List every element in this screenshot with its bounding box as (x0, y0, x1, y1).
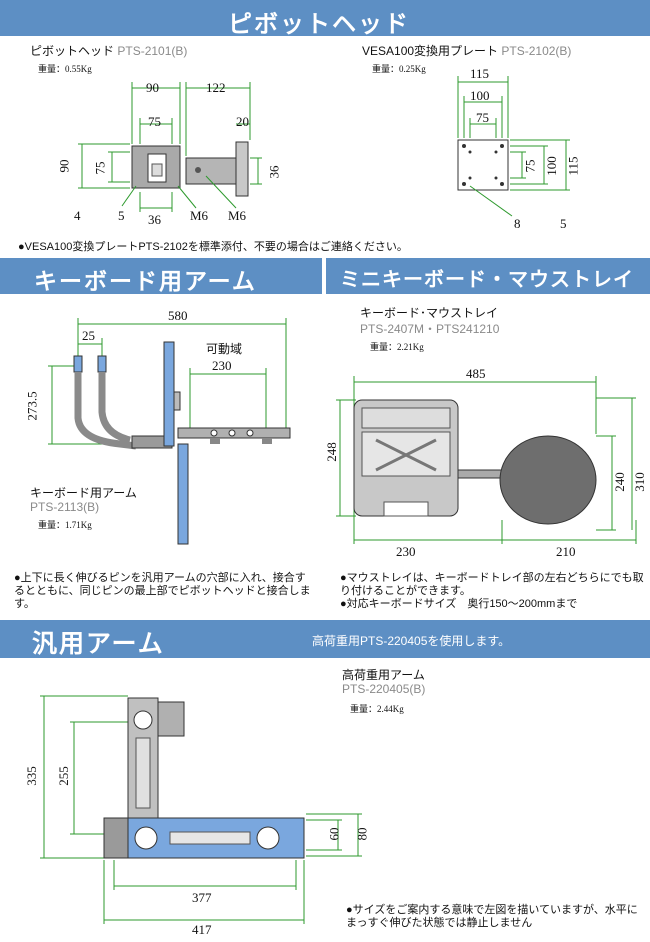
mini-tray-drawing (336, 376, 637, 544)
general-arm-band: 汎用アーム 高荷重用PTS-220405を使用します。 (0, 620, 650, 658)
mini-tray-note-1: ●マウストレイは、キーボードトレイ部の左右どちらにでも取り付けることができます。 (340, 572, 644, 597)
mini-tray-mouse-pad (499, 435, 597, 525)
mini-tray-dim-lines (336, 376, 637, 544)
pivot-note: ●VESA100変換プレートPTS-2102を標準添付、不要の場合はご連絡くださ… (18, 241, 408, 253)
mini-tray-band: ミニキーボード・マウストレイ (326, 258, 650, 294)
pivot-side-bracket (185, 157, 237, 185)
general-arm-note: ●サイズをご案内する意味で左図を描いていますが、水平にまっすぐ伸びた状態では静止… (346, 904, 638, 929)
dim-485: 485 (466, 366, 486, 381)
keyboard-arm-band-title: キーボード用アーム (34, 269, 257, 295)
keyboard-arm-panel: 580 25 可動域 230 273.5 キーボード用アーム PTS-2113(… (0, 294, 322, 618)
general-arm-weight: 重量：2.44Kg (350, 704, 404, 714)
dim-100-vesa-side: 100 (543, 156, 559, 176)
dim-75-vesa-top: 75 (476, 110, 489, 125)
pivot-side-flange (235, 141, 249, 197)
dim-90-top: 90 (146, 80, 159, 95)
keyboard-arm-model: PTS-2113(B) (30, 500, 100, 514)
pivot-dim-lines (78, 82, 262, 212)
dim-20: 20 (236, 114, 249, 129)
vesa-plate-weight: 重量：0.25Kg (372, 64, 426, 74)
mini-tray-model: PTS-2407M・PTS241210 (360, 322, 500, 336)
vesa-plate-name-text: VESA100変換用プレート (362, 44, 499, 58)
dim-60: 60 (326, 827, 342, 841)
dim-273-5: 273.5 (24, 391, 40, 421)
dim-75-top: 75 (148, 114, 161, 129)
mini-tray-name: キーボード･マウストレイ (360, 306, 499, 320)
vesa-plate-model: PTS-2102(B) (501, 44, 572, 58)
dim-115-vesa-side: 115 (565, 156, 581, 176)
dim-255: 255 (55, 766, 71, 786)
dim-115-top: 115 (470, 66, 490, 81)
dim-248: 248 (323, 442, 339, 462)
mini-tray-note-2: ●対応キーボードサイズ 奥行150〜200mmまで (340, 598, 578, 610)
dim-80: 80 (354, 827, 370, 841)
general-arm-band-title: 汎用アーム (32, 629, 165, 658)
general-arm-panel: 高荷重用アーム PTS-220405(B) 重量：2.44Kg (0, 658, 650, 942)
mini-tray-panel: キーボード･マウストレイ PTS-2407M・PTS241210 重量：2.21… (323, 294, 650, 618)
dim-210: 210 (556, 544, 576, 559)
keyboard-arm-lower-plate (177, 443, 189, 545)
keyboard-arm-tube-b (98, 372, 131, 444)
movable-range-label: 可動域 (206, 342, 243, 356)
keyboard-arm-vertical-plate (163, 341, 175, 447)
general-arm-drawing (40, 695, 362, 924)
mini-tray-weight: 重量：2.21Kg (370, 342, 424, 352)
general-arm-band-subtitle: 高荷重用PTS-220405を使用します。 (312, 634, 511, 648)
general-arm-name: 高荷重用アーム (342, 668, 425, 682)
keyboard-arm-weight: 重量：1.71Kg (38, 520, 92, 530)
keyboard-arm-note: ●上下に長く伸びるピンを汎用アームの穴部に入れ、接合するとともに、同じピンの最上… (14, 572, 311, 610)
dim-310: 310 (631, 472, 647, 492)
pivot-head-name: ピボットヘッド PTS-2101(B) (30, 42, 187, 59)
dim-100-top: 100 (470, 88, 490, 103)
vesa-dim-lines (457, 76, 570, 217)
pivot-head-drawing (78, 82, 262, 212)
pivot-head-name-text: ピボットヘッド (30, 44, 115, 58)
vesa-plate-drawing (457, 76, 570, 217)
dim-5-vesa: 5 (560, 216, 567, 231)
general-arm-dim-lines (40, 695, 362, 924)
pivot-head-weight: 重量：0.55Kg (38, 64, 92, 74)
dim-230-tray: 230 (396, 544, 416, 559)
dim-75-vesa-side: 75 (522, 159, 538, 173)
keyboard-arm-tube-a (74, 372, 137, 450)
dim-m6-a: M6 (190, 208, 209, 223)
vesa-plate-name: VESA100変換用プレート PTS-2102(B) (362, 42, 571, 59)
pivot-head-band-title: ピボットヘッド (228, 10, 410, 38)
dim-417: 417 (192, 922, 212, 937)
dim-122: 122 (206, 80, 226, 95)
dim-36-bottom: 36 (148, 212, 161, 227)
mini-tray-connector (457, 469, 503, 479)
keyboard-arm-drawing (48, 318, 291, 545)
dim-25: 25 (82, 328, 95, 343)
vesa-plate-holes (462, 144, 504, 186)
dim-580: 580 (168, 308, 188, 323)
general-arm-model: PTS-220405(B) (342, 682, 426, 696)
keyboard-arm-band: キーボード用アーム (0, 258, 322, 295)
pivot-head-band: ピボットヘッド (0, 0, 650, 38)
pivot-head-panel: ピボットヘッド PTS-2101(B) 重量：0.55Kg (0, 36, 650, 258)
dim-8: 8 (514, 216, 521, 231)
pivot-head-model: PTS-2101(B) (117, 44, 188, 58)
keyboard-arm-name: キーボード用アーム (30, 486, 137, 500)
dim-4: 4 (74, 208, 81, 223)
mini-tray-band-title: ミニキーボード・マウストレイ (340, 267, 634, 291)
dim-377: 377 (192, 890, 212, 905)
dim-335: 335 (23, 766, 39, 786)
vesa-plate-square (457, 139, 509, 191)
dim-240: 240 (611, 472, 627, 492)
dim-230-arm: 230 (212, 358, 232, 373)
dim-m6-b: M6 (228, 208, 247, 223)
keyboard-arm-dim-lines (48, 318, 287, 445)
dim-5: 5 (118, 208, 125, 223)
